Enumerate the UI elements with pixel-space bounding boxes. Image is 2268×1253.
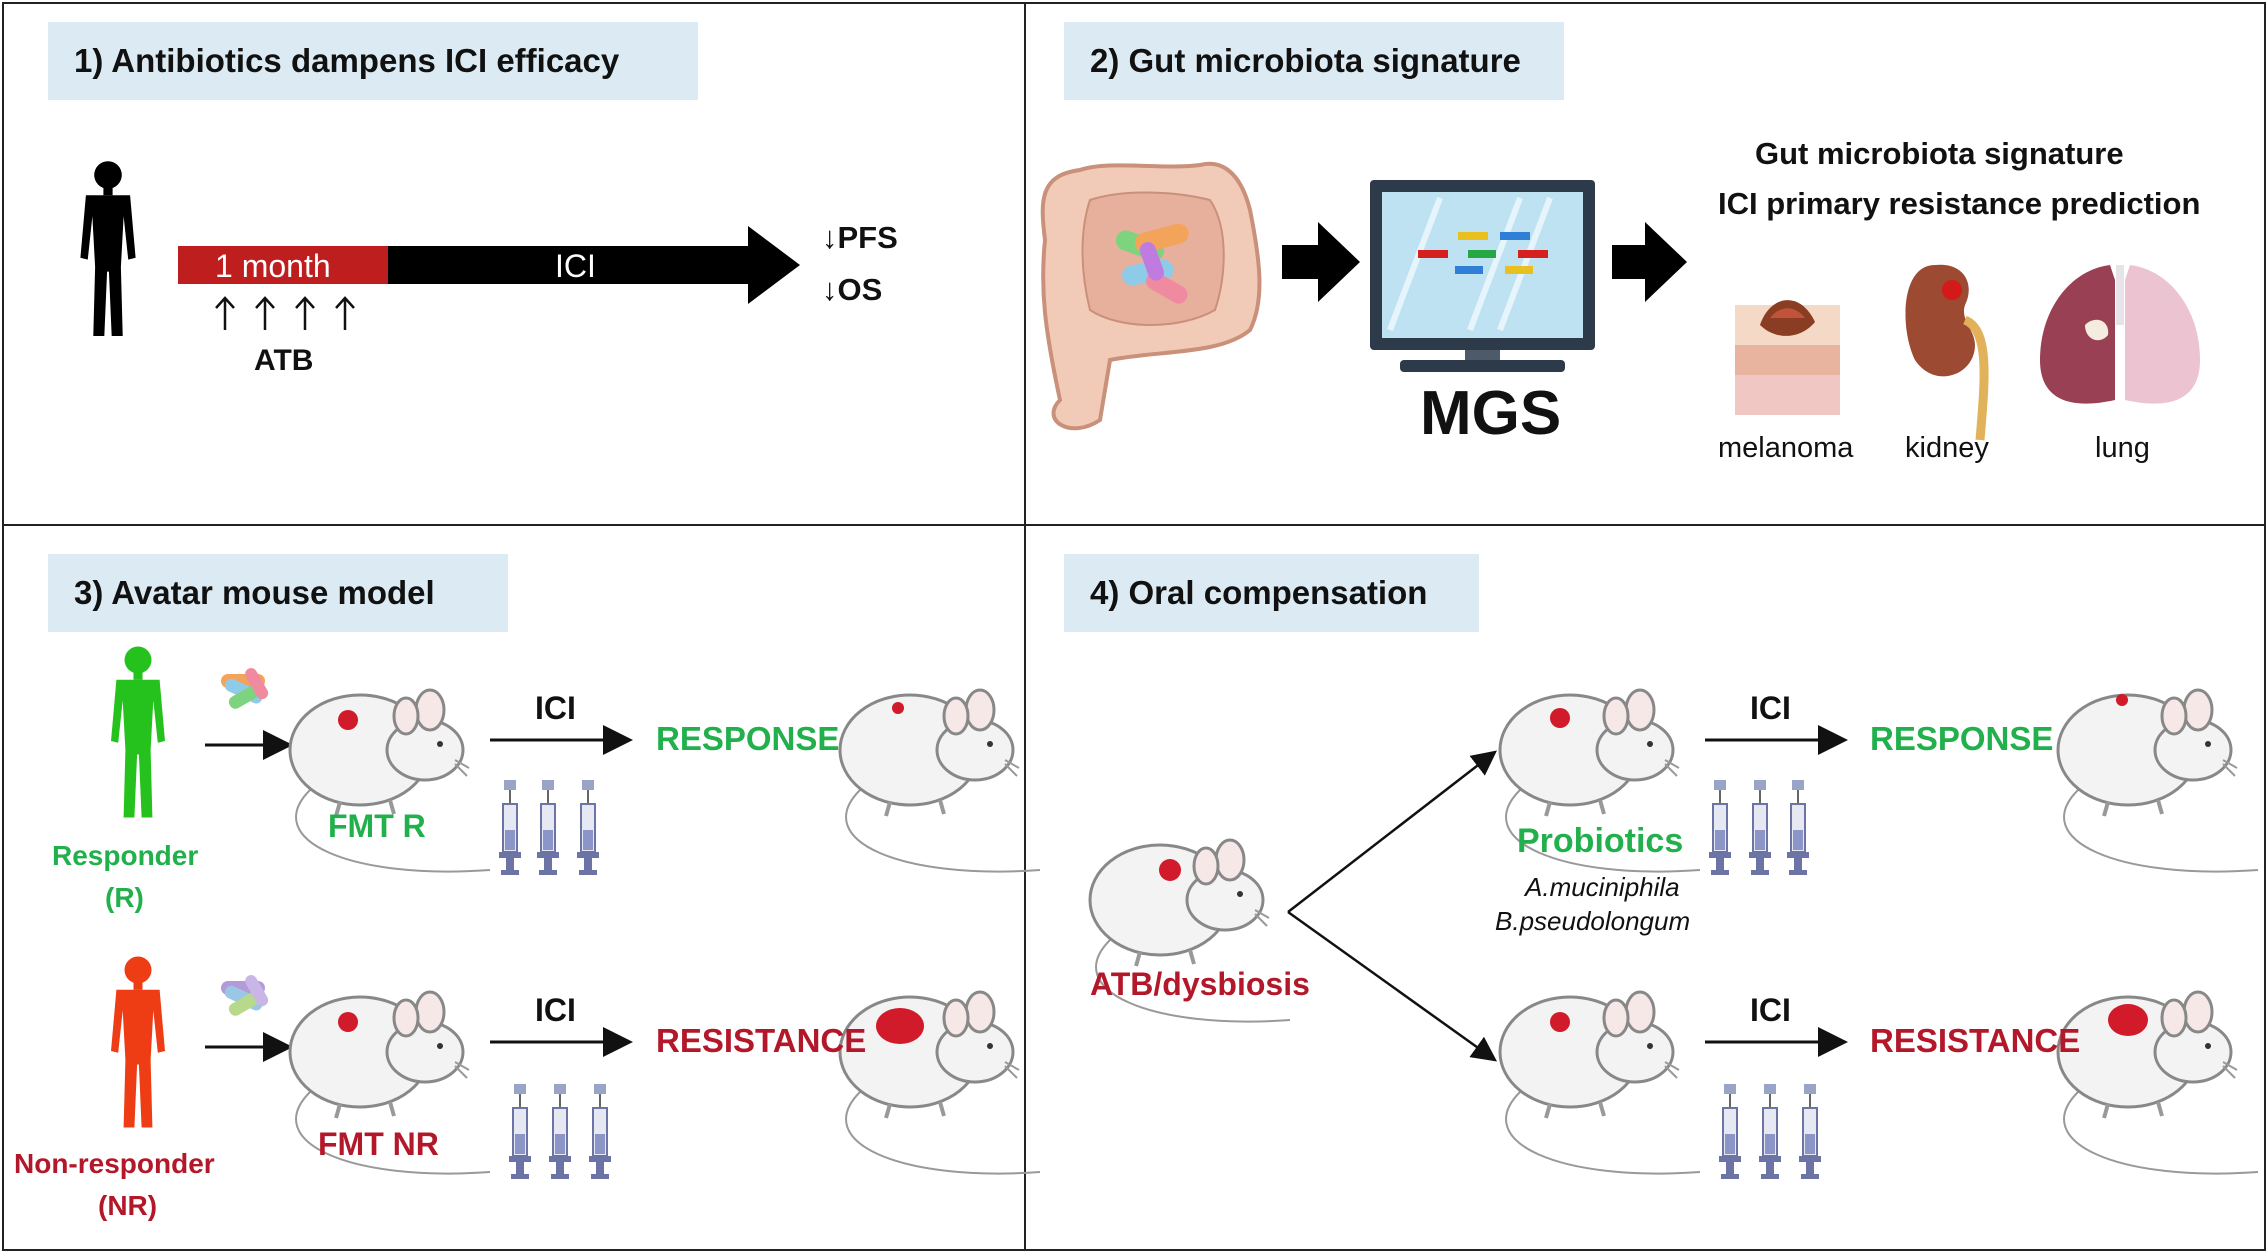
- strain-2-label: B.pseudolongum: [1495, 906, 1691, 936]
- panel-3-title: 3) Avatar mouse model: [48, 554, 508, 632]
- responder-label: Responder: [52, 840, 199, 871]
- mouse-icon: [838, 688, 1042, 874]
- responder-human-icon: [111, 646, 165, 818]
- arrow-to-untreated: [1287, 910, 1498, 1062]
- monitor-icon: [1370, 180, 1595, 372]
- mouse-icon: [288, 990, 492, 1176]
- bar-duration-label: 1 month: [215, 248, 331, 284]
- kidney-icon: [1905, 264, 1989, 441]
- kidney-label: kidney: [1905, 432, 1989, 464]
- responder-abbr: (R): [105, 882, 144, 913]
- human-silhouette-icon: [80, 161, 136, 336]
- syringe-icon: [498, 779, 612, 1180]
- mouse-icon: [838, 990, 1042, 1176]
- arrow-mgs-to-signature: [1612, 222, 1687, 302]
- non-responder-abbr: (NR): [98, 1190, 158, 1221]
- panel-3: [2, 524, 1026, 1251]
- non-responder-human-icon: [111, 956, 165, 1128]
- signature-heading-line1: Gut microbiota signature: [1755, 136, 2124, 171]
- panel1-graphics: [80, 161, 800, 336]
- atb-dysbiosis-label: ATB/dysbiosis: [1090, 966, 1310, 1002]
- signature-heading-line2: ICI primary resistance prediction: [1718, 186, 2201, 221]
- gut-icon: [1040, 161, 1262, 431]
- resistance-label: RESISTANCE: [1870, 1022, 2081, 1059]
- responder-microbiota-icon: [221, 665, 271, 711]
- lung-icon: [2040, 265, 2200, 404]
- response-label: RESPONSE: [1870, 720, 2054, 757]
- mouse-icon: [1498, 688, 1702, 874]
- fmt-nr-label: FMT NR: [318, 1126, 439, 1162]
- ici-top-label: ICI: [535, 690, 576, 726]
- mouse-icon: [1088, 838, 1292, 1024]
- response-label: RESPONSE: [656, 720, 840, 757]
- arrow-to-probiotics: [1287, 750, 1497, 913]
- mouse-icon: [1498, 990, 1702, 1176]
- ici-top-label: ICI: [1750, 690, 1791, 726]
- ici-bottom-label: ICI: [1750, 992, 1791, 1028]
- atb-dose-arrows: [215, 296, 355, 330]
- mouse-icon: [2056, 688, 2260, 874]
- mouse-icon: [288, 688, 492, 874]
- panel-1-title: 1) Antibiotics dampens ICI efficacy: [48, 22, 698, 100]
- lung-label: lung: [2095, 432, 2150, 464]
- arrow-gut-to-mgs: [1282, 222, 1360, 302]
- strain-1-label: A.muciniphila: [1525, 872, 1680, 902]
- melanoma-icon: [1735, 300, 1840, 415]
- mgs-label: MGS: [1420, 379, 1562, 448]
- panel-4-title: 4) Oral compensation: [1064, 554, 1479, 632]
- syringe-icon: [1708, 779, 1822, 1180]
- non-responder-microbiota-icon: [221, 972, 271, 1018]
- pfs-label: ↓PFS: [822, 220, 898, 255]
- probiotics-label: Probiotics: [1517, 822, 1684, 860]
- atb-label: ATB: [254, 344, 314, 377]
- ici-bottom-label: ICI: [535, 992, 576, 1028]
- ici-timeline-arrow: [388, 226, 800, 304]
- ici-label: ICI: [555, 248, 596, 284]
- panel-2-title: 2) Gut microbiota signature: [1064, 22, 1564, 100]
- resistance-label: RESISTANCE: [656, 1022, 867, 1059]
- fmt-r-label: FMT R: [328, 808, 426, 844]
- melanoma-label: melanoma: [1718, 432, 1854, 464]
- mouse-icon: [2056, 990, 2260, 1176]
- os-label: ↓OS: [822, 272, 883, 307]
- atb-month-bar: [178, 246, 388, 284]
- non-responder-label: Non-responder: [14, 1148, 215, 1179]
